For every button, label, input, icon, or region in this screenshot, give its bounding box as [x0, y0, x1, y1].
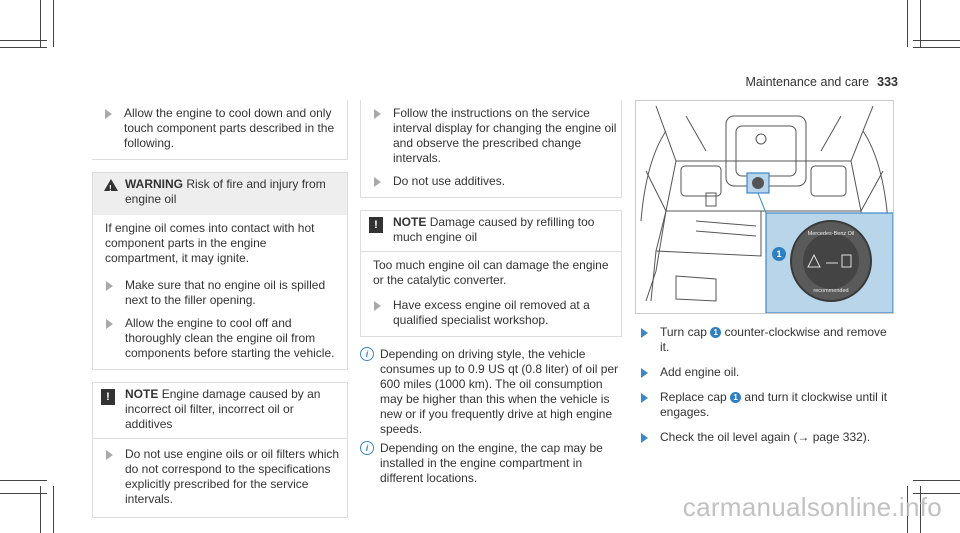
note-title: Damage caused by refilling too much engi…	[393, 215, 595, 244]
step-item: Allow the engine to cool down and only t…	[92, 106, 347, 151]
note-box: ! NOTE Engine damage caused by an incorr…	[92, 382, 348, 518]
column-2: Follow the instructions on the service i…	[360, 100, 622, 486]
note-header: ! NOTE Engine damage caused by an incorr…	[93, 383, 347, 439]
crop-mark	[40, 0, 41, 47]
crop-mark	[0, 40, 47, 41]
step-item: Do not use engine oils or oil filters wh…	[93, 447, 347, 507]
info-item: i Depending on driving style, the vehicl…	[360, 347, 622, 437]
column-1: Allow the engine to cool down and only t…	[92, 100, 348, 518]
crop-mark	[0, 480, 47, 481]
step-arrow-icon	[106, 450, 113, 460]
step-box: Follow the instructions on the service i…	[360, 100, 622, 198]
warning-triangle-icon	[104, 179, 118, 196]
crop-mark	[913, 493, 960, 494]
callout-badge: 1	[730, 392, 742, 403]
step-arrow-icon	[641, 393, 648, 403]
step-arrow-icon	[641, 368, 648, 378]
warning-box: WARNING Risk of fire and injury from eng…	[92, 172, 348, 370]
warning-label: WARNING	[125, 177, 183, 191]
warning-header: WARNING Risk of fire and injury from eng…	[93, 173, 347, 215]
cap-text-bottom: recommended	[813, 288, 848, 294]
crop-mark	[920, 486, 921, 533]
step-item: Replace cap 1 and turn it clockwise unti…	[628, 390, 890, 420]
note-text: Too much engine oil can damage the engin…	[373, 258, 609, 287]
step-item: Check the oil level again (→ page 332).	[628, 430, 890, 445]
step-arrow-icon	[106, 319, 113, 329]
crop-mark	[0, 47, 47, 48]
step-arrow-icon	[374, 109, 381, 119]
crop-mark	[53, 486, 54, 533]
crop-mark	[907, 0, 908, 47]
step-item: Add engine oil.	[628, 365, 890, 380]
crop-mark	[907, 486, 908, 533]
page-header: Maintenance and care 333	[745, 75, 898, 89]
step-arrow-icon	[641, 328, 648, 338]
exclamation-icon: !	[101, 389, 115, 405]
column-3: Turn cap 1 counter-clockwise and remove …	[628, 325, 890, 445]
step-item: Turn cap 1 counter-clockwise and remove …	[628, 325, 890, 355]
info-icon: i	[360, 441, 374, 455]
crop-mark	[0, 493, 47, 494]
step-box: Allow the engine to cool down and only t…	[92, 100, 348, 160]
crop-mark	[40, 486, 41, 533]
step-item: Do not use additives.	[361, 174, 621, 189]
exclamation-icon: !	[369, 217, 383, 233]
note-header: ! NOTE Damage caused by refilling too mu…	[361, 211, 621, 252]
section-title: Maintenance and care	[745, 75, 870, 89]
warning-text: If engine oil comes into contact with ho…	[105, 221, 315, 265]
step-arrow-icon	[641, 433, 648, 443]
info-item: i Depending on the engine, the cap may b…	[360, 441, 622, 486]
note-title: Engine damage caused by an incorrect oil…	[125, 387, 321, 431]
step-arrow-icon	[105, 109, 112, 119]
watermark: carmanualsonline.info	[682, 492, 942, 522]
note-label: NOTE	[125, 387, 159, 401]
engine-bay-illustration: 1 Mercedes-Benz Oil recommended	[640, 105, 893, 313]
note-box: ! NOTE Damage caused by refilling too mu…	[360, 210, 622, 337]
step-arrow-icon	[106, 281, 113, 291]
note-label: NOTE	[393, 215, 427, 229]
engine-figure: 1 Mercedes-Benz Oil recommended	[635, 100, 894, 314]
cap-text-top: Mercedes-Benz Oil	[808, 231, 855, 237]
info-icon: i	[360, 347, 374, 361]
step-item: Allow the engine to cool off and thoroug…	[93, 316, 347, 361]
step-arrow-icon	[374, 301, 381, 311]
crop-mark	[53, 0, 54, 47]
crop-mark	[920, 0, 921, 47]
step-item: Make sure that no engine oil is spilled …	[93, 278, 347, 308]
warning-title: Risk of fire and injury from engine oil	[125, 177, 326, 206]
step-item: Follow the instructions on the service i…	[361, 106, 621, 166]
crop-mark	[913, 480, 960, 481]
callout-badge: 1	[710, 327, 722, 338]
step-item: Have excess engine oil removed at a qual…	[361, 298, 621, 328]
callout-number: 1	[776, 249, 781, 259]
step-arrow-icon	[374, 177, 381, 187]
page-number: 333	[877, 75, 898, 89]
crop-mark	[913, 47, 960, 48]
crop-mark	[913, 40, 960, 41]
